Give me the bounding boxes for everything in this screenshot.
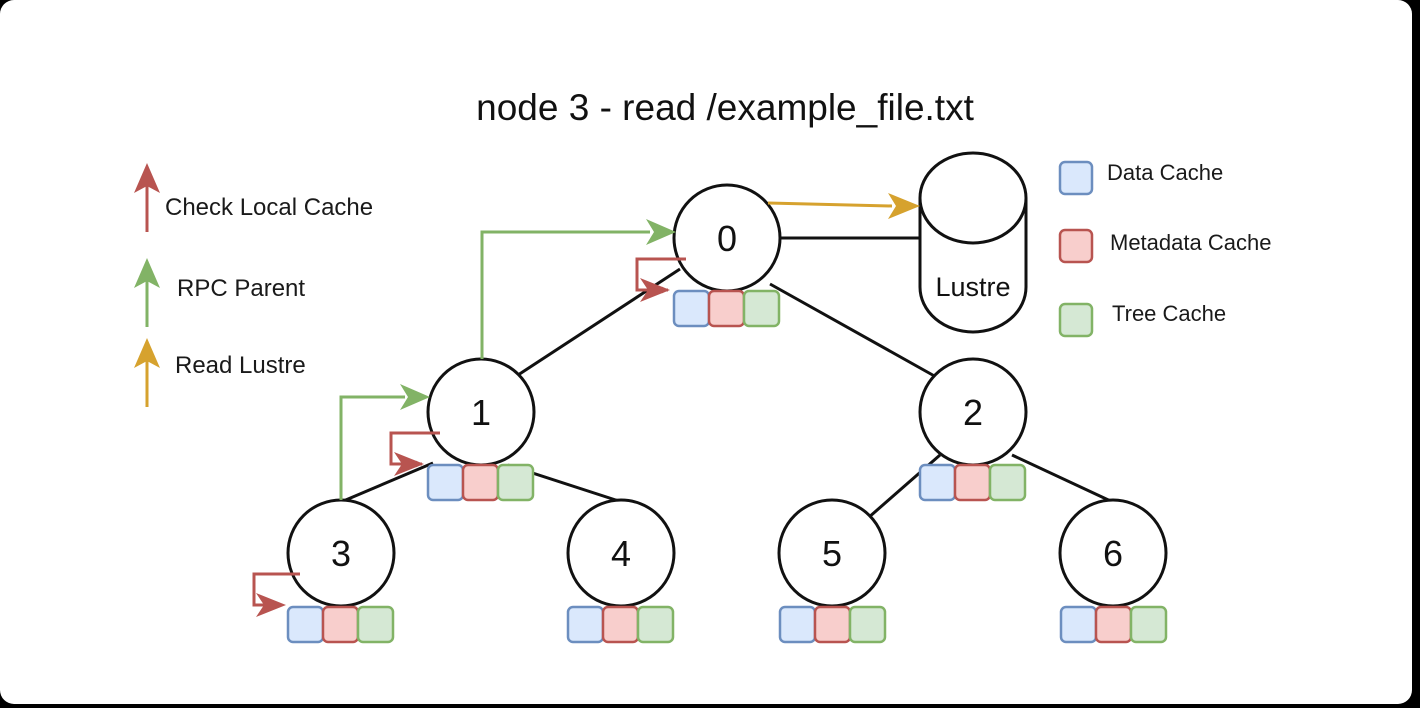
rpc-parent-arrows	[339, 219, 676, 500]
legend-label-metadata-cache: Metadata Cache	[1110, 230, 1271, 255]
node-2-metadata-cache-cell	[953, 463, 992, 502]
cache-blocks	[286, 289, 1168, 644]
node-2-tree-cache-cell	[988, 463, 1027, 502]
check-cache-head-node-3	[256, 593, 286, 617]
tree-cache-swatch	[1058, 302, 1094, 338]
node-1-tree-cache-cell	[496, 463, 535, 502]
node-3-data-cache-cell	[286, 605, 325, 644]
node-3-metadata-cache-cell	[321, 605, 360, 644]
lustre-storage: Lustre	[918, 151, 1028, 334]
legend-rpc-parent: RPC Parent	[134, 258, 305, 327]
node-1-data-cache-cell	[426, 463, 465, 502]
node-1-label: 1	[471, 392, 491, 433]
edge-0-2	[769, 282, 939, 380]
data-cache-swatch	[1058, 160, 1094, 196]
legend-label-tree-cache: Tree Cache	[1112, 301, 1226, 326]
node-5-metadata-cache-cell	[813, 605, 852, 644]
cache-legend: Data Cache Metadata Cache Tree Cache	[1058, 160, 1271, 338]
legend-label-rpc-parent: RPC Parent	[177, 275, 305, 302]
lustre-cylinder-top	[918, 151, 1028, 245]
node-3: 3	[286, 498, 396, 608]
node-6-metadata-cache-cell	[1094, 605, 1133, 644]
node-5-tree-cache-cell	[848, 605, 887, 644]
node-4-data-cache-cell	[566, 605, 605, 644]
read-lustre-arrows	[767, 193, 920, 219]
read-lustre-arrow-0-to-lustre	[767, 201, 893, 208]
check-cache-head-node-0	[640, 278, 670, 302]
rpc-arrow-1-to-0	[480, 230, 650, 359]
lustre-label: Lustre	[935, 272, 1010, 302]
check-cache-head-node-1	[394, 452, 424, 476]
legend-read-lustre: Read Lustre	[134, 338, 306, 407]
node-6-tree-cache-cell	[1129, 605, 1168, 644]
node-4-metadata-cache-cell	[601, 605, 640, 644]
node-0: 0	[672, 183, 782, 293]
node-5-label: 5	[822, 533, 842, 574]
rpc-parent-arrowhead-icon	[134, 258, 160, 288]
node-1-metadata-cache-cell	[461, 463, 500, 502]
node-0-data-cache-cell	[672, 289, 711, 328]
rpc-arrow-1-to-0-head	[646, 219, 676, 245]
edge-1-3	[340, 461, 434, 504]
node-5: 5	[777, 498, 887, 608]
tree-nodes: 0 1 2 3 4 5 6	[286, 183, 1168, 608]
node-2-label: 2	[963, 392, 983, 433]
node-2-data-cache-cell	[918, 463, 957, 502]
node-1: 1	[426, 357, 536, 467]
node-4-tree-cache-cell	[636, 605, 675, 644]
rpc-arrow-3-to-1-head	[400, 384, 430, 410]
node-0-label: 0	[717, 218, 737, 259]
check-local-cache-arrowheads	[256, 278, 670, 617]
node-3-label: 3	[331, 533, 351, 574]
legend-label-data-cache: Data Cache	[1107, 160, 1223, 185]
node-6: 6	[1058, 498, 1168, 608]
check-local-cache-arrowhead-icon	[134, 163, 160, 193]
node-0-tree-cache-cell	[742, 289, 781, 328]
node-2: 2	[918, 357, 1028, 467]
node-4-label: 4	[611, 533, 631, 574]
read-lustre-arrow-head	[888, 193, 920, 219]
metadata-cache-swatch	[1058, 228, 1094, 264]
legend-label-read-lustre: Read Lustre	[175, 352, 306, 379]
node-4: 4	[566, 498, 676, 608]
node-6-label: 6	[1103, 533, 1123, 574]
node-3-tree-cache-cell	[356, 605, 395, 644]
node-6-data-cache-cell	[1059, 605, 1098, 644]
arrow-legend: Check Local Cache RPC Parent Read Lustre	[134, 163, 373, 407]
legend-check-local-cache: Check Local Cache	[134, 163, 373, 232]
legend-label-check-local-cache: Check Local Cache	[165, 194, 373, 221]
node-5-data-cache-cell	[778, 605, 817, 644]
node-0-metadata-cache-cell	[707, 289, 746, 328]
diagram-title: node 3 - read /example_file.txt	[476, 87, 974, 128]
edge-2-6	[1011, 453, 1118, 506]
read-lustre-arrowhead-icon	[134, 338, 160, 368]
rpc-arrow-3-to-1	[339, 395, 405, 500]
